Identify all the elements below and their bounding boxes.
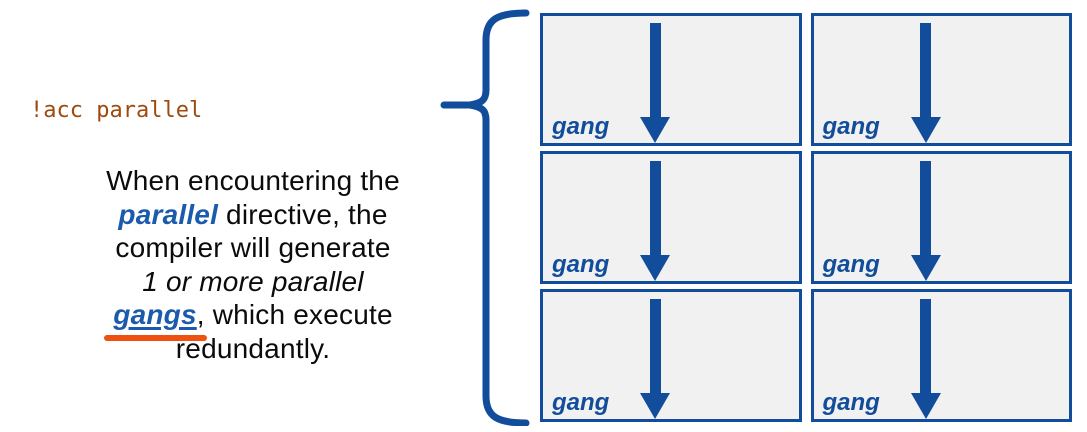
gang-box: gang — [810, 13, 1072, 146]
down-arrow-icon — [649, 23, 661, 119]
down-arrow-icon — [920, 161, 932, 257]
down-arrow-head-icon — [910, 255, 941, 281]
gang-box: gang — [810, 151, 1072, 284]
down-arrow-icon — [649, 161, 661, 257]
down-arrow-head-icon — [640, 117, 671, 143]
down-arrow-head-icon — [640, 255, 671, 281]
gang-label: gang — [822, 251, 880, 278]
gang-label: gang — [822, 113, 880, 140]
description-line-5: gangs, which execute — [38, 298, 468, 341]
description-line-4: 1 or more parallel — [142, 265, 364, 297]
description-line-6: redundantly. — [175, 332, 331, 364]
down-arrow-icon — [920, 23, 932, 119]
parallel-keyword: parallel — [118, 198, 219, 230]
description-line-5-rest: , which execute — [196, 299, 393, 330]
gang-label: gang — [552, 251, 610, 278]
description-line-2-rest: directive, the — [218, 198, 388, 230]
gang-box: gang — [810, 289, 1072, 422]
down-arrow-icon — [920, 299, 932, 395]
description-text: When encountering the parallel directive… — [38, 164, 468, 365]
description-line-3: compiler will generate — [115, 232, 391, 263]
acc-parallel-directive-label: !acc parallel — [30, 98, 203, 123]
gang-box: gang — [540, 289, 802, 422]
curly-brace — [440, 9, 530, 426]
gang-label: gang — [822, 389, 880, 416]
gang-label: gang — [552, 113, 610, 140]
gangs-keyword-text: gangs — [113, 299, 197, 330]
gang-grid: gang gang gang gang gang gang — [540, 13, 1072, 422]
down-arrow-icon — [649, 299, 661, 395]
down-arrow-head-icon — [640, 393, 671, 419]
gang-box: gang — [540, 13, 802, 146]
down-arrow-head-icon — [910, 117, 941, 143]
gang-label: gang — [552, 389, 610, 416]
gangs-orange-underline — [104, 334, 207, 341]
gangs-keyword: gangs — [104, 298, 207, 341]
description-line-1: When encountering the — [106, 165, 400, 196]
gang-box: gang — [540, 151, 802, 284]
down-arrow-head-icon — [910, 393, 941, 419]
description-line-2: parallel directive, the — [38, 198, 468, 232]
